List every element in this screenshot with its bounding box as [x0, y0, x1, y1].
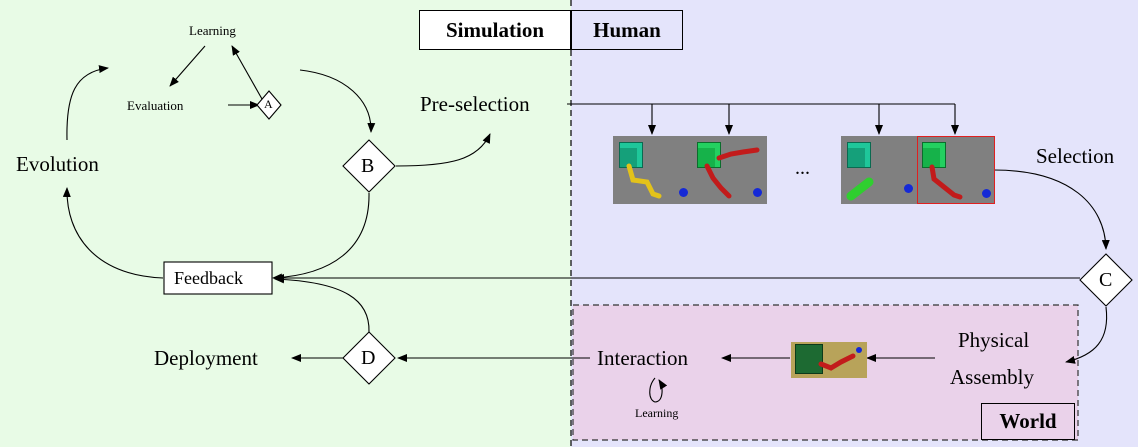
pre-selection-label: Pre-selection	[420, 92, 530, 116]
edge-b-preselection	[395, 133, 491, 167]
simulation-label: Simulation	[419, 10, 571, 50]
node-a-diamond	[256, 90, 282, 120]
robot-thumbnail-3	[841, 136, 917, 204]
edge-a-learning	[231, 45, 263, 100]
node-b-label: B	[361, 155, 375, 177]
node-a-label: A	[264, 97, 273, 111]
node-d-label: D	[361, 347, 376, 369]
learning-top-label: Learning	[189, 23, 236, 38]
deployment-label: Deployment	[154, 346, 258, 370]
edge-c-assembly	[1065, 306, 1108, 364]
world-label: World	[981, 403, 1075, 440]
physical-robot-photo	[791, 342, 867, 378]
learning-bottom-label: Learning	[635, 406, 679, 420]
edge-loop-to-b	[299, 69, 376, 133]
simulation-region	[0, 0, 571, 447]
edge-learning-selfloop	[649, 377, 668, 403]
evaluation-label: Evaluation	[127, 98, 184, 113]
selection-label: Selection	[1036, 144, 1115, 168]
robot-thumbnail-1	[613, 136, 691, 204]
edge-feedback-evolution	[62, 187, 164, 279]
feedback-box	[163, 261, 273, 295]
human-label: Human	[571, 10, 683, 50]
robot-thumbnail-selected	[917, 136, 995, 204]
edge-evolution-learning	[66, 65, 109, 141]
node-d-diamond	[342, 331, 396, 385]
physical-assembly-line1: Physical	[958, 328, 1030, 352]
physical-assembly-line2: Assembly	[950, 365, 1034, 389]
edge-b-feedback	[272, 192, 370, 282]
edge-d-feedback	[274, 275, 370, 333]
edge-learning-evaluation	[169, 45, 206, 87]
ellipsis-label: ...	[795, 157, 810, 179]
evolution-label: Evolution	[16, 152, 99, 176]
interaction-label: Interaction	[597, 346, 688, 370]
edge-selection-c	[993, 169, 1110, 250]
robot-thumbnail-2	[691, 136, 767, 204]
node-c-diamond	[1079, 253, 1133, 307]
node-c-label: C	[1099, 269, 1113, 291]
node-b-diamond	[342, 139, 396, 193]
feedback-label: Feedback	[174, 268, 243, 288]
